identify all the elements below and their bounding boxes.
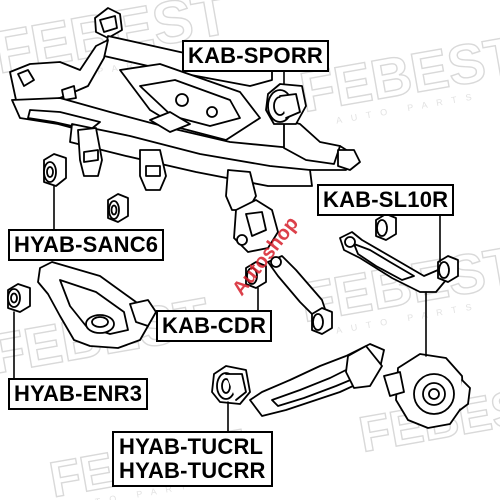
label-kab-cdr: KAB-CDR <box>156 310 273 342</box>
leader-lines <box>13 67 441 433</box>
bushing-hyab-sanc6-a <box>43 153 67 187</box>
label-hyab-enr3: HYAB-ENR3 <box>8 378 149 410</box>
bushing-kab-cdr-a <box>245 261 267 289</box>
wheel-hub-knuckle <box>383 353 471 429</box>
bushing-hyab-sanc6-b <box>107 193 129 223</box>
upper-link-arm <box>339 231 447 293</box>
trailing-arm <box>249 343 385 417</box>
bushing-kab-cdr-b <box>311 307 333 335</box>
label-kab-sporr: KAB-SPORR <box>182 40 330 72</box>
label-hyab-tucrl: HYAB-TUCRL <box>119 434 264 459</box>
bushing-kab-sl10r-a <box>375 213 397 241</box>
label-kab-sl10r: KAB-SL10R <box>317 184 455 216</box>
rear-subframe <box>9 7 361 253</box>
label-hyab-tucr: HYAB-TUCRL HYAB-TUCRR <box>112 431 273 487</box>
lower-control-arm <box>37 261 157 349</box>
bushing-hyab-enr3 <box>7 283 31 313</box>
bushing-hyab-tucr <box>211 365 251 405</box>
bushing-kab-sporr <box>265 83 307 125</box>
label-hyab-tucrr: HYAB-TUCRR <box>119 458 266 483</box>
label-hyab-sanc6: HYAB-SANC6 <box>8 229 165 261</box>
bushing-kab-sl10r-b <box>437 255 459 283</box>
